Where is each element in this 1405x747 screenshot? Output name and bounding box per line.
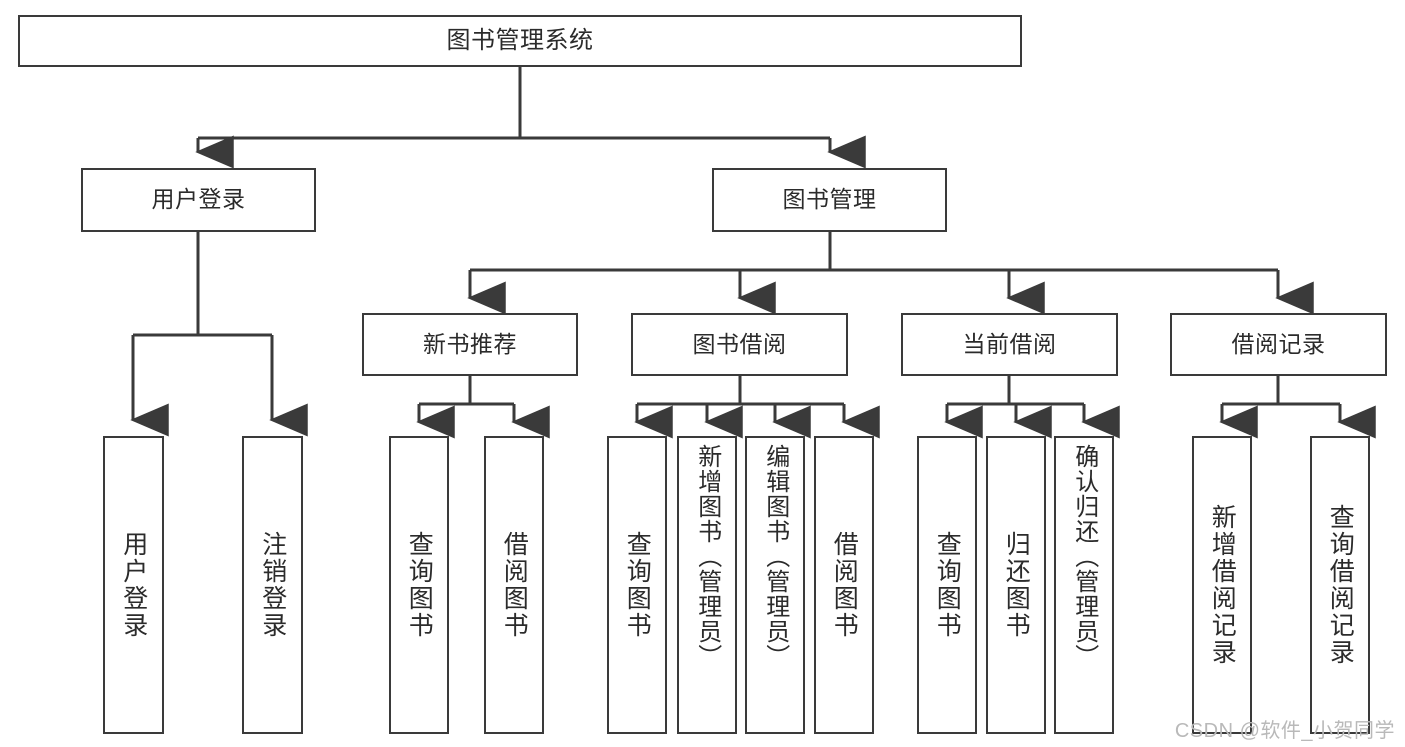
node-new-book-recommend-label: 新书推荐 <box>423 330 517 357</box>
leaf-new-book-query[interactable]: 查询图书 <box>389 436 449 734</box>
leaf-book-borrow-query[interactable]: 查询图书 <box>607 436 667 734</box>
leaf-book-borrow-borrow[interactable]: 借阅图书 <box>814 436 874 734</box>
leaf-book-borrow-edit-label: 编辑图书（管理员） <box>761 444 789 669</box>
leaf-borrow-record-query[interactable]: 查询借阅记录 <box>1310 436 1370 734</box>
node-book-management[interactable]: 图书管理 <box>712 168 947 232</box>
node-book-borrow[interactable]: 图书借阅 <box>631 313 848 376</box>
leaf-user-login-login[interactable]: 用户登录 <box>103 436 164 734</box>
node-borrow-record[interactable]: 借阅记录 <box>1170 313 1387 376</box>
leaf-book-borrow-query-label: 查询图书 <box>623 531 652 639</box>
watermark: CSDN @软件_小贺同学 <box>1174 720 1395 742</box>
node-user-login[interactable]: 用户登录 <box>81 168 316 232</box>
node-borrow-record-label: 借阅记录 <box>1231 330 1326 357</box>
leaf-book-borrow-add[interactable]: 新增图书（管理员） <box>677 436 737 734</box>
leaf-book-borrow-add-label: 新增图书（管理员） <box>693 444 721 669</box>
node-current-borrow-label: 当前借阅 <box>962 330 1057 357</box>
leaf-current-borrow-query-label: 查询图书 <box>933 531 962 639</box>
leaf-user-login-logout-label: 注销登录 <box>258 531 287 639</box>
leaf-book-borrow-borrow-label: 借阅图书 <box>830 531 859 639</box>
node-root[interactable]: 图书管理系统 <box>18 15 1022 67</box>
leaf-new-book-query-label: 查询图书 <box>405 531 434 639</box>
leaf-borrow-record-add-label: 新增借阅记录 <box>1208 504 1237 666</box>
node-new-book-recommend[interactable]: 新书推荐 <box>362 313 578 376</box>
leaf-current-borrow-confirm[interactable]: 确认归还（管理员） <box>1054 436 1114 734</box>
leaf-book-borrow-edit[interactable]: 编辑图书（管理员） <box>745 436 805 734</box>
node-user-login-label: 用户登录 <box>151 186 246 213</box>
leaf-current-borrow-query[interactable]: 查询图书 <box>917 436 977 734</box>
node-book-management-label: 图书管理 <box>782 186 877 213</box>
leaf-user-login-login-label: 用户登录 <box>119 531 148 639</box>
leaf-borrow-record-add[interactable]: 新增借阅记录 <box>1192 436 1252 734</box>
leaf-current-borrow-confirm-label: 确认归还（管理员） <box>1070 444 1098 669</box>
leaf-borrow-record-query-label: 查询借阅记录 <box>1326 504 1355 666</box>
leaf-user-login-logout[interactable]: 注销登录 <box>242 436 303 734</box>
leaf-current-borrow-return[interactable]: 归还图书 <box>986 436 1046 734</box>
node-current-borrow[interactable]: 当前借阅 <box>901 313 1118 376</box>
leaf-new-book-borrow[interactable]: 借阅图书 <box>484 436 544 734</box>
leaf-new-book-borrow-label: 借阅图书 <box>500 531 529 639</box>
leaf-current-borrow-return-label: 归还图书 <box>1002 531 1031 639</box>
node-book-borrow-label: 图书借阅 <box>692 330 787 357</box>
node-root-label: 图书管理系统 <box>446 26 594 54</box>
